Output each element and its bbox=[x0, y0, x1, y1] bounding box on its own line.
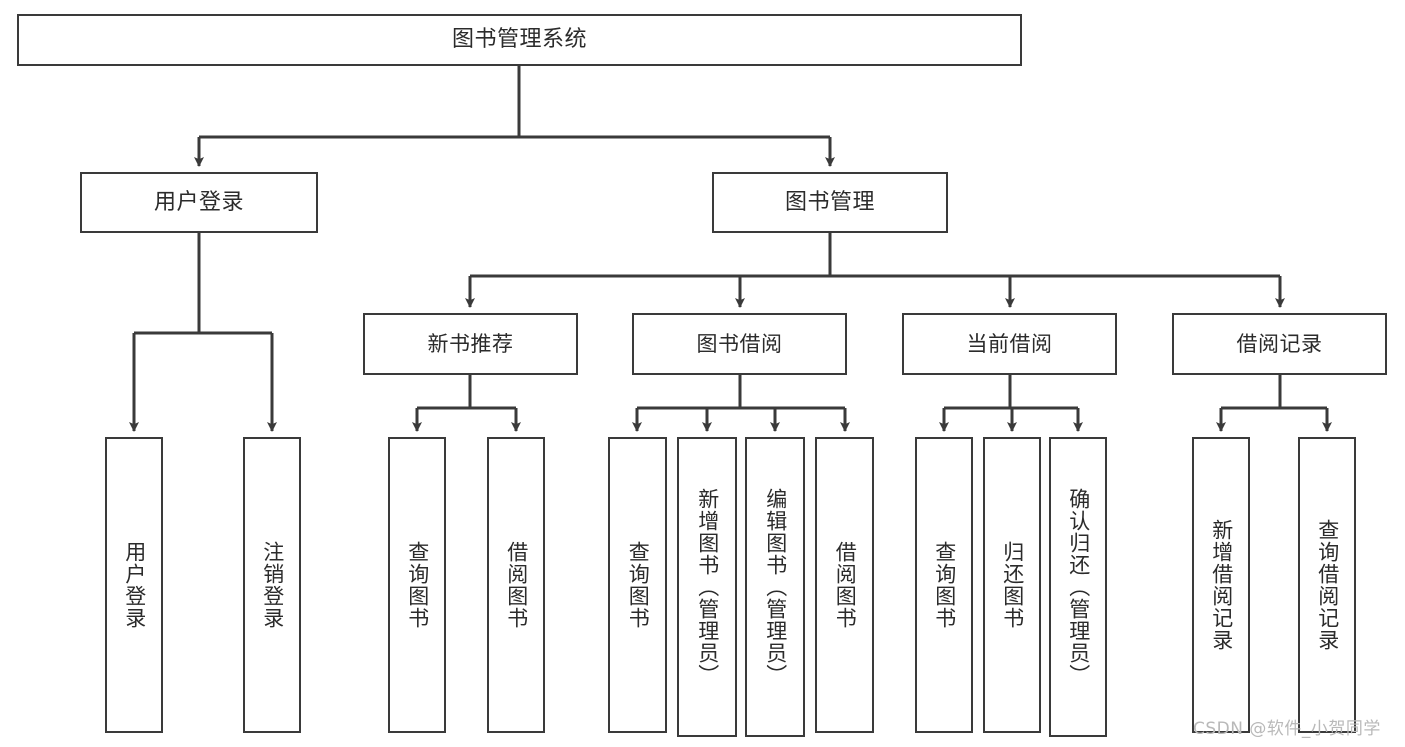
node-leaf-edit-book-admin-label: 编辑图书（管理员） bbox=[763, 488, 788, 686]
node-leaf-query-book-rec-label: 查询图书 bbox=[405, 541, 430, 629]
node-leaf-add-book-admin-label: 新增图书（管理员） bbox=[695, 488, 720, 686]
node-leaf-return-book-label: 归还图书 bbox=[1000, 541, 1025, 629]
node-leaf-add-borrow-rec[interactable]: 新增借阅记录 bbox=[1192, 437, 1250, 733]
node-borrow-record[interactable]: 借阅记录 bbox=[1172, 313, 1387, 375]
node-book-manage[interactable]: 图书管理 bbox=[712, 172, 948, 233]
node-user-login-label: 用户登录 bbox=[153, 189, 244, 215]
node-leaf-edit-book-admin[interactable]: 编辑图书（管理员） bbox=[745, 437, 805, 737]
node-leaf-query-borrow-rec-label: 查询借阅记录 bbox=[1315, 519, 1340, 651]
node-leaf-confirm-return-label: 确认归还（管理员） bbox=[1066, 488, 1091, 686]
node-root[interactable]: 图书管理系统 bbox=[17, 14, 1022, 66]
node-leaf-user-login[interactable]: 用户登录 bbox=[105, 437, 163, 733]
node-leaf-query-book-cur[interactable]: 查询图书 bbox=[915, 437, 973, 733]
node-book-manage-label: 图书管理 bbox=[784, 189, 875, 215]
node-leaf-confirm-return[interactable]: 确认归还（管理员） bbox=[1049, 437, 1107, 737]
node-leaf-return-book[interactable]: 归还图书 bbox=[983, 437, 1041, 733]
node-leaf-borrow-book-rec-label: 借阅图书 bbox=[504, 541, 529, 629]
node-current-borrow[interactable]: 当前借阅 bbox=[902, 313, 1117, 375]
node-new-book-recommend[interactable]: 新书推荐 bbox=[363, 313, 578, 375]
node-leaf-logout-login[interactable]: 注销登录 bbox=[243, 437, 301, 733]
node-leaf-user-login-label: 用户登录 bbox=[122, 541, 147, 629]
node-book-borrow-label: 图书借阅 bbox=[696, 331, 783, 356]
node-leaf-query-borrow-rec[interactable]: 查询借阅记录 bbox=[1298, 437, 1356, 733]
node-leaf-borrow-book-rec[interactable]: 借阅图书 bbox=[487, 437, 545, 733]
node-book-borrow[interactable]: 图书借阅 bbox=[632, 313, 847, 375]
node-root-label: 图书管理系统 bbox=[451, 27, 587, 53]
node-leaf-query-book-cur-label: 查询图书 bbox=[932, 541, 957, 629]
node-user-login[interactable]: 用户登录 bbox=[80, 172, 318, 233]
node-leaf-logout-login-label: 注销登录 bbox=[260, 541, 285, 629]
node-leaf-query-book-rec[interactable]: 查询图书 bbox=[388, 437, 446, 733]
node-borrow-record-label: 借阅记录 bbox=[1236, 331, 1323, 356]
node-leaf-query-book-bor-label: 查询图书 bbox=[626, 541, 651, 629]
node-leaf-add-borrow-rec-label: 新增借阅记录 bbox=[1209, 519, 1234, 651]
node-leaf-borrow-book-bor-label: 借阅图书 bbox=[833, 541, 858, 629]
node-leaf-borrow-book-bor[interactable]: 借阅图书 bbox=[815, 437, 874, 733]
node-current-borrow-label: 当前借阅 bbox=[966, 331, 1053, 356]
node-new-book-recommend-label: 新书推荐 bbox=[427, 331, 514, 356]
node-leaf-query-book-bor[interactable]: 查询图书 bbox=[608, 437, 667, 733]
node-leaf-add-book-admin[interactable]: 新增图书（管理员） bbox=[677, 437, 737, 737]
